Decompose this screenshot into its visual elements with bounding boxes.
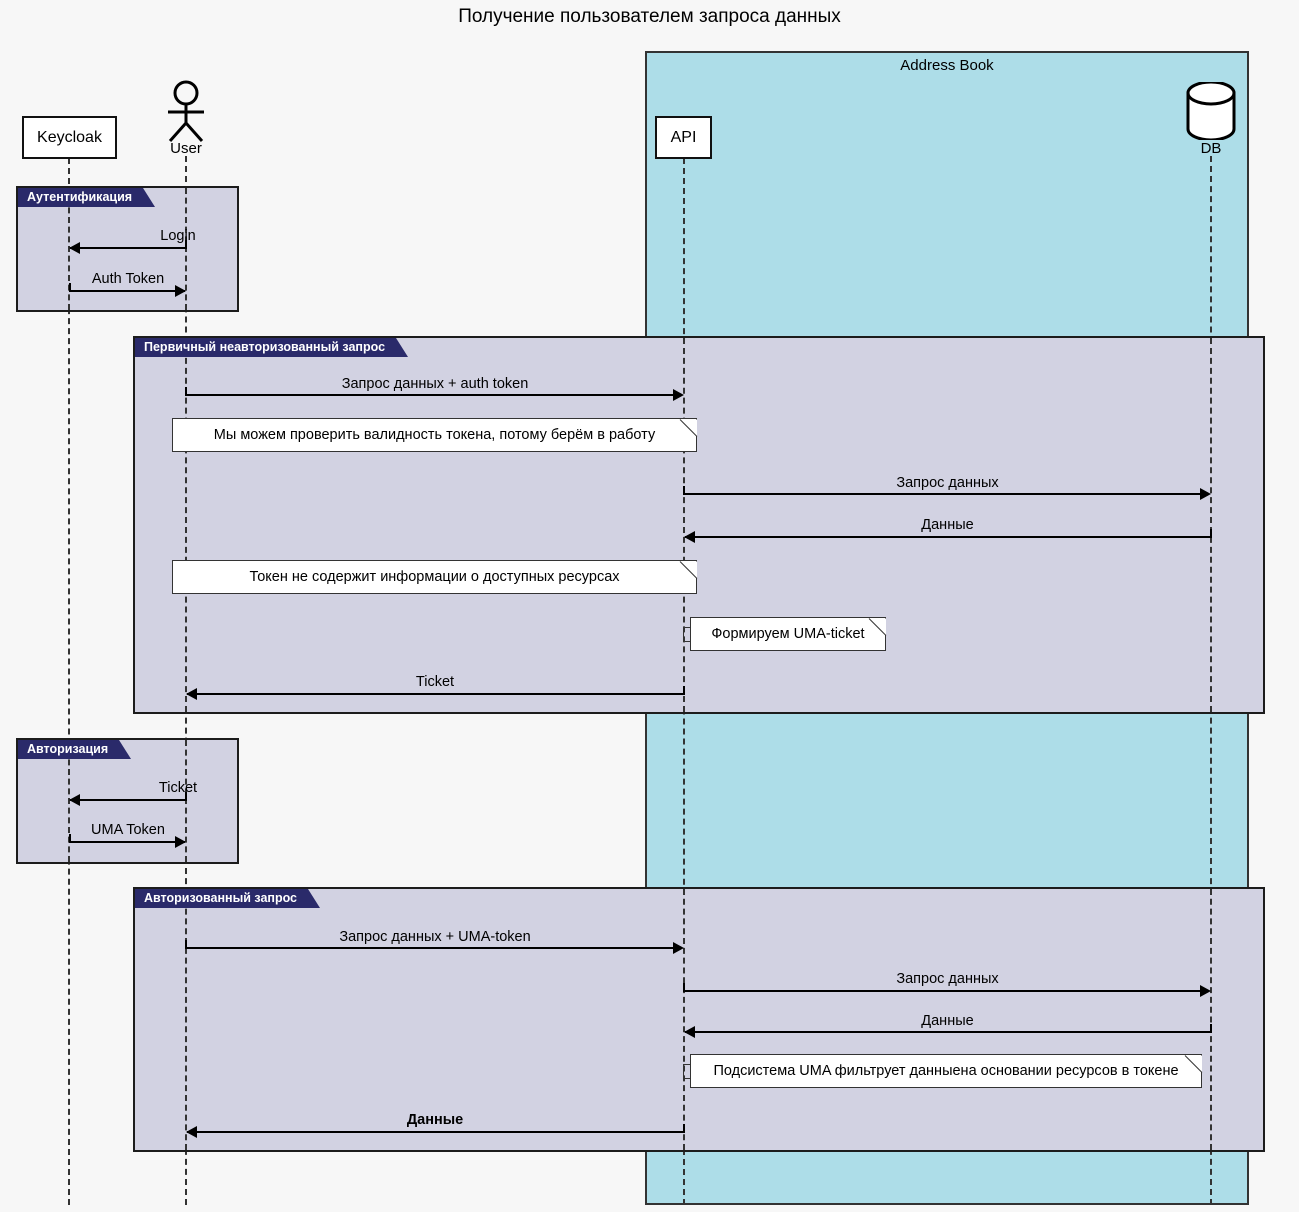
message-data-request-auth-token-label: Запрос данных + auth token bbox=[341, 376, 529, 392]
message-db-request-1-arrowhead bbox=[1200, 488, 1211, 500]
page-title: Получение пользователем запроса данных bbox=[458, 6, 841, 27]
message-final-data-arrowhead bbox=[186, 1126, 197, 1138]
message-auth-token-line bbox=[69, 290, 185, 292]
participant-keycloak-label: Keycloak bbox=[37, 128, 102, 146]
lifeline-api-seg4 bbox=[683, 889, 685, 1150]
lifeline-db-seg4 bbox=[1210, 889, 1212, 1150]
note-form-uma-ticket-text: Формируем UMA-ticket bbox=[711, 626, 865, 642]
message-db-request-1-label: Запрос данных bbox=[896, 475, 999, 491]
message-db-request-1-line bbox=[684, 493, 1202, 495]
participant-user-label: User bbox=[170, 140, 202, 157]
message-db-data-1-arrowhead bbox=[684, 531, 695, 543]
message-db-request-2-line bbox=[684, 990, 1202, 992]
message-data-request-auth-token-origin-tick bbox=[185, 387, 187, 396]
message-auth-token-origin-tick bbox=[69, 283, 71, 292]
message-db-data-1-label: Данные bbox=[921, 517, 974, 533]
message-ticket-to-user-label: Ticket bbox=[415, 674, 455, 690]
message-db-request-2-arrowhead bbox=[1200, 985, 1211, 997]
message-ticket-to-keycloak-arrowhead bbox=[69, 794, 80, 806]
participant-keycloak[interactable]: Keycloak bbox=[22, 116, 117, 159]
lifeline-user-seg1 bbox=[185, 188, 187, 310]
note-token-no-resources-fold bbox=[680, 561, 697, 578]
note-uma-filters-data-fold bbox=[1185, 1055, 1202, 1072]
note-uma-filters-data: Подсистема UMA фильтрует данныена основа… bbox=[690, 1054, 1202, 1088]
message-final-data-line bbox=[187, 1131, 684, 1133]
note-token-no-resources: Токен не содержит информации о доступных… bbox=[172, 560, 697, 594]
container-address-book-label: Address Book bbox=[900, 57, 994, 74]
note-token-no-resources-text: Токен не содержит информации о доступных… bbox=[249, 569, 620, 585]
database-icon[interactable] bbox=[1185, 80, 1237, 142]
participant-api[interactable]: API bbox=[655, 116, 712, 159]
note-uma-filters-data-text: Подсистема UMA фильтрует данныена основа… bbox=[713, 1063, 1179, 1079]
lifeline-user-seg2 bbox=[185, 338, 187, 712]
lifeline-api-seg2 bbox=[683, 338, 685, 712]
fragment-initial-unauthorized bbox=[133, 336, 1265, 714]
fragment-authorized-request-label: Авторизованный запрос bbox=[135, 889, 321, 908]
message-data-request-uma-token-arrowhead bbox=[673, 942, 684, 954]
lifeline-db-seg2 bbox=[1210, 338, 1212, 712]
note-uma-filters-data-stub bbox=[683, 1064, 691, 1079]
message-data-request-auth-token-line bbox=[186, 394, 675, 396]
note-token-validity-text: Мы можем проверить валидность токена, по… bbox=[213, 427, 656, 443]
message-db-request-2-label: Запрос данных bbox=[896, 971, 999, 987]
message-uma-token-origin-tick bbox=[69, 834, 71, 843]
message-db-data-2-label: Данные bbox=[921, 1013, 974, 1029]
message-db-data-2-line bbox=[685, 1031, 1211, 1033]
message-ticket-to-keycloak-label: Ticket bbox=[158, 780, 198, 796]
message-ticket-to-user-arrowhead bbox=[186, 688, 197, 700]
fragment-authorization bbox=[16, 738, 239, 864]
message-ticket-to-user-line bbox=[187, 693, 684, 695]
message-login-label: Login bbox=[160, 228, 196, 244]
message-uma-token-line bbox=[69, 841, 185, 843]
message-final-data-label: Данные bbox=[406, 1112, 464, 1128]
participant-api-label: API bbox=[670, 128, 697, 146]
message-db-data-2-origin-tick bbox=[1210, 1024, 1212, 1033]
message-db-request-2-origin-tick bbox=[683, 983, 685, 992]
message-db-data-1-origin-tick bbox=[1210, 529, 1212, 538]
participant-db-label: DB bbox=[1200, 140, 1222, 157]
message-login-arrowhead bbox=[69, 242, 80, 254]
fragment-authentication-label: Аутентификация bbox=[18, 188, 156, 207]
message-data-request-uma-token-line bbox=[186, 947, 675, 949]
lifeline-user-seg3 bbox=[185, 740, 187, 862]
fragment-authorized-request bbox=[133, 887, 1265, 1152]
message-login-line bbox=[70, 247, 186, 249]
note-form-uma-ticket-fold bbox=[869, 618, 886, 635]
message-db-data-1-line bbox=[685, 536, 1211, 538]
message-uma-token-arrowhead bbox=[175, 836, 186, 848]
actor-user-icon[interactable] bbox=[160, 80, 212, 142]
note-form-uma-ticket: Формируем UMA-ticket bbox=[690, 617, 886, 651]
message-final-data-origin-tick bbox=[683, 1124, 685, 1133]
message-data-request-auth-token-arrowhead bbox=[673, 389, 684, 401]
fragment-initial-unauthorized-label: Первичный неавторизованный запрос bbox=[135, 338, 409, 357]
note-token-validity: Мы можем проверить валидность токена, по… bbox=[172, 418, 697, 452]
message-uma-token-label: UMA Token bbox=[91, 822, 165, 838]
lifeline-keycloak bbox=[68, 158, 70, 1205]
message-login-origin-tick bbox=[185, 240, 187, 249]
fragment-authorization-label: Авторизация bbox=[18, 740, 132, 759]
note-form-uma-ticket-stub bbox=[683, 627, 691, 642]
message-db-data-2-arrowhead bbox=[684, 1026, 695, 1038]
note-token-validity-fold bbox=[680, 419, 697, 436]
message-auth-token-arrowhead bbox=[175, 285, 186, 297]
message-data-request-uma-token-label: Запрос данных + UMA-token bbox=[339, 929, 531, 945]
message-ticket-to-user-origin-tick bbox=[683, 686, 685, 695]
message-data-request-uma-token-origin-tick bbox=[185, 940, 187, 949]
message-db-request-1-origin-tick bbox=[683, 486, 685, 495]
lifeline-user-seg4 bbox=[185, 889, 187, 1150]
message-auth-token-label: Auth Token bbox=[91, 271, 165, 287]
message-ticket-to-keycloak-origin-tick bbox=[185, 792, 187, 801]
message-ticket-to-keycloak-line bbox=[70, 799, 186, 801]
